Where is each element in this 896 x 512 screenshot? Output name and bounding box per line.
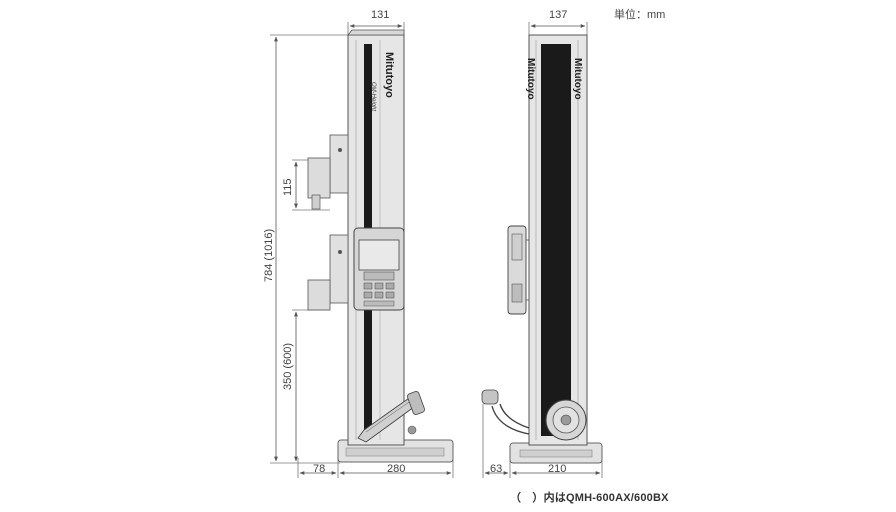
panel-key bbox=[385, 282, 395, 290]
dimension-side-width: 137 bbox=[528, 9, 588, 40]
side-control-bracket bbox=[507, 225, 529, 315]
model-footnote: （ ）内はQMH-600AX/600BX bbox=[510, 492, 669, 504]
dim-label-total-height: 784 (1016) bbox=[263, 229, 275, 282]
panel-key bbox=[363, 291, 373, 299]
dim-label-side-base-left: 63 bbox=[490, 463, 502, 475]
side-hand-wheel bbox=[545, 399, 587, 441]
panel-key bbox=[374, 282, 384, 290]
unit-label: 単位：mm bbox=[614, 9, 666, 21]
brand-logo-side-left: Mitutoyo bbox=[525, 58, 536, 100]
dimension-slider-span: 115 bbox=[282, 159, 330, 211]
panel-key bbox=[385, 291, 395, 299]
side-column-rail bbox=[541, 44, 571, 436]
dimension-total-height: 784 (1016) bbox=[263, 34, 352, 464]
dim-label-side-width: 137 bbox=[549, 9, 567, 21]
brand-logo-front: Mitutoyo bbox=[383, 52, 395, 98]
dim-label-front-base-width: 280 bbox=[387, 463, 405, 475]
lcd-display bbox=[358, 239, 400, 271]
front-view: 131 784 (1016) 115 350 (600) bbox=[263, 9, 454, 478]
dim-label-side-base-width: 210 bbox=[548, 463, 566, 475]
dim-label-front-base-left: 78 bbox=[313, 463, 325, 475]
dimension-front-width: 131 bbox=[347, 9, 405, 40]
control-panel bbox=[353, 227, 405, 311]
model-label-front: QM-Height bbox=[370, 82, 376, 111]
upper-probe-holder bbox=[307, 157, 331, 199]
front-crank-handle bbox=[357, 391, 425, 443]
dim-label-slider-span: 115 bbox=[282, 178, 294, 196]
dim-label-lower-height: 350 (600) bbox=[282, 343, 294, 390]
panel-key bbox=[374, 291, 384, 299]
side-view: 137 63 210 Mitutoyo Mitutoyo bbox=[481, 9, 603, 478]
dim-label-front-width: 131 bbox=[371, 9, 389, 21]
dimension-front-base: 78 280 bbox=[297, 458, 454, 478]
dimension-lower-height: 350 (600) bbox=[282, 309, 330, 462]
panel-key bbox=[363, 282, 373, 290]
lower-probe-holder bbox=[307, 279, 331, 311]
brand-logo-side-right: Mitutoyo bbox=[572, 58, 583, 100]
side-crank-arm bbox=[481, 389, 530, 440]
